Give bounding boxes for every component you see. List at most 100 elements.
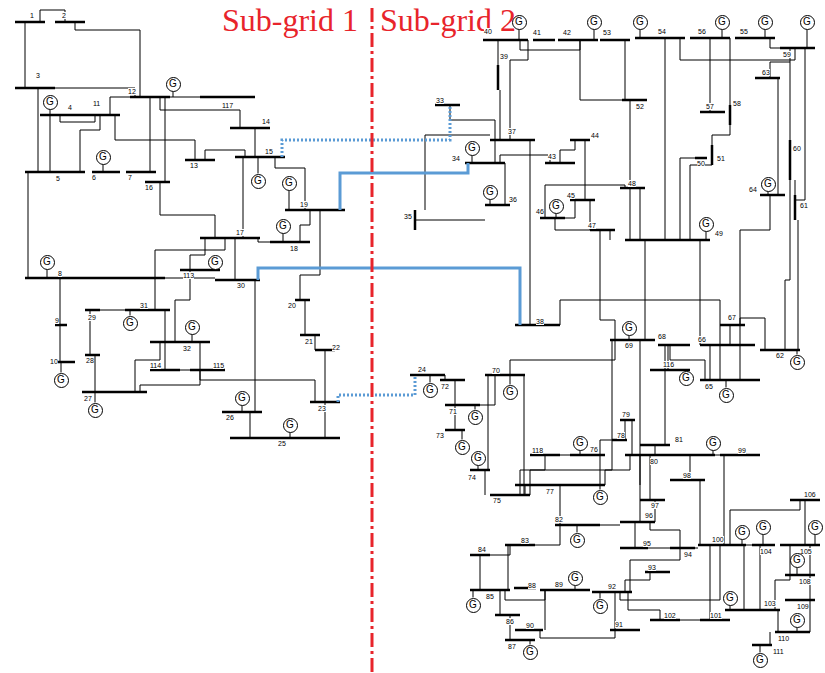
generator-lead bbox=[815, 535, 816, 546]
generator-letter: G bbox=[188, 322, 196, 332]
generator-letter: G bbox=[682, 373, 690, 383]
bus-number: 19 bbox=[300, 201, 308, 208]
generator-lead bbox=[473, 590, 474, 598]
generator-letter: G bbox=[571, 573, 579, 583]
bus-number: 3 bbox=[36, 72, 40, 79]
generator-lead bbox=[726, 380, 727, 388]
bus-number: 42 bbox=[563, 29, 571, 36]
bus-number: 88 bbox=[528, 582, 536, 589]
generator-symbol: G bbox=[633, 15, 648, 30]
bus-number: 7 bbox=[128, 174, 132, 181]
region-title: Sub-grid 2 bbox=[380, 4, 516, 36]
bus-number: 90 bbox=[526, 622, 534, 629]
bus-number: 40 bbox=[484, 28, 492, 35]
generator-lead bbox=[600, 485, 601, 490]
bus-number: 49 bbox=[715, 230, 723, 237]
bus-number: 94 bbox=[684, 551, 692, 558]
bus-number: 9 bbox=[55, 317, 59, 324]
generator-letter: G bbox=[793, 357, 801, 367]
generator-symbol: G bbox=[503, 385, 518, 400]
bus-number: 99 bbox=[738, 447, 746, 454]
bus-number: 97 bbox=[651, 502, 659, 509]
generator-letter: G bbox=[590, 17, 598, 27]
bus-number: 116 bbox=[663, 361, 674, 368]
bus-number: 6 bbox=[92, 174, 96, 181]
bus-number: 51 bbox=[717, 155, 725, 162]
generator-lead bbox=[490, 200, 491, 206]
bus-number: 28 bbox=[86, 357, 94, 364]
generator-symbol: G bbox=[54, 373, 69, 388]
bus-number: 36 bbox=[509, 196, 517, 203]
generator-letter: G bbox=[506, 387, 514, 397]
bus-number: 118 bbox=[532, 447, 543, 454]
bus-number: 46 bbox=[536, 208, 544, 215]
generator-lead bbox=[242, 406, 243, 413]
generator-lead bbox=[519, 30, 520, 41]
bus-number: 38 bbox=[536, 318, 544, 325]
generator-symbol: G bbox=[166, 77, 181, 92]
generator-letter: G bbox=[426, 385, 434, 395]
bus-number: 98 bbox=[683, 472, 691, 479]
bus-number: 34 bbox=[452, 155, 460, 162]
bus-number: 72 bbox=[441, 383, 449, 390]
bus-number: 22 bbox=[332, 344, 340, 351]
bus-number: 104 bbox=[760, 548, 772, 555]
bus-number: 63 bbox=[762, 69, 770, 76]
generator-lead bbox=[797, 568, 798, 576]
generator-letter: G bbox=[515, 17, 523, 27]
generator-lead bbox=[577, 525, 578, 533]
generator-lead bbox=[47, 270, 48, 279]
generator-symbol: G bbox=[549, 199, 564, 214]
generator-symbol: G bbox=[471, 451, 486, 466]
generator-lead bbox=[706, 232, 707, 241]
bus-number: 21 bbox=[305, 338, 313, 345]
bus-number: 74 bbox=[468, 474, 476, 481]
generator-symbol: G bbox=[735, 525, 750, 540]
generator-letter: G bbox=[552, 201, 560, 211]
region-title: Sub-grid 1 bbox=[222, 4, 358, 36]
generator-lead bbox=[130, 310, 131, 316]
bus-number: 70 bbox=[492, 367, 500, 374]
bus-number: 10 bbox=[50, 358, 58, 365]
generator-letter: G bbox=[709, 438, 717, 448]
bus-number: 18 bbox=[290, 245, 298, 252]
generator-letter: G bbox=[722, 390, 730, 400]
generator-letter: G bbox=[756, 655, 764, 665]
bus-number: 80 bbox=[650, 458, 658, 465]
generator-lead bbox=[713, 451, 714, 456]
generator-lead bbox=[61, 362, 62, 373]
bus-number: 27 bbox=[84, 395, 92, 402]
bus-number: 96 bbox=[645, 512, 653, 519]
bus-number: 66 bbox=[698, 336, 706, 343]
generator-symbol: G bbox=[719, 388, 734, 403]
generator-symbol: G bbox=[593, 490, 608, 505]
bus-number: 102 bbox=[664, 612, 676, 619]
generator-symbol: G bbox=[455, 440, 470, 455]
generator-letter: G bbox=[469, 600, 477, 610]
generator-symbol: G bbox=[123, 316, 138, 331]
bus-number: 82 bbox=[555, 516, 563, 523]
generator-symbol: G bbox=[679, 371, 694, 386]
generator-symbol: G bbox=[235, 391, 250, 406]
bus-number: 15 bbox=[265, 148, 273, 155]
generator-lead bbox=[797, 350, 798, 355]
bus-number: 85 bbox=[486, 593, 494, 600]
generator-lead bbox=[807, 30, 808, 49]
bus-number: 1 bbox=[30, 12, 34, 19]
bus-number: 57 bbox=[706, 103, 714, 110]
bus-number: 60 bbox=[793, 145, 801, 152]
generator-letter: G bbox=[526, 647, 534, 657]
generator-lead bbox=[768, 192, 769, 196]
bus-number: 43 bbox=[548, 153, 556, 160]
bus-number: 87 bbox=[508, 643, 516, 650]
bus-number: 110 bbox=[778, 635, 789, 642]
bus-number: 13 bbox=[190, 162, 198, 169]
generator-letter: G bbox=[764, 179, 772, 189]
bus-number: 75 bbox=[493, 497, 501, 504]
bus-number: 53 bbox=[603, 29, 611, 36]
generator-letter: G bbox=[702, 219, 710, 229]
bus-number: 101 bbox=[710, 612, 722, 619]
bus-number: 30 bbox=[237, 282, 245, 289]
generator-symbol: G bbox=[423, 383, 438, 398]
generator-symbol: G bbox=[282, 176, 297, 191]
